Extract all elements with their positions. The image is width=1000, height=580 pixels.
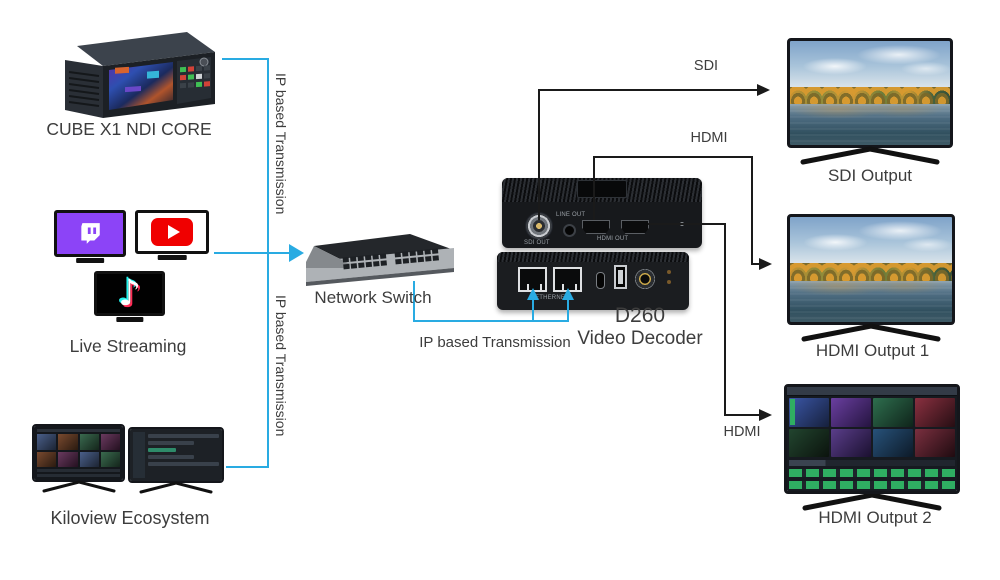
hdmi1-link-label: HDMI — [690, 130, 728, 146]
hdmi-out-port-label: HDMI OUT — [597, 236, 629, 242]
sdi-link-label: SDI — [693, 58, 719, 74]
ip-transmission-label-top: IP based Transmission — [273, 73, 289, 215]
hdmi-output-2-label: HDMI Output 2 — [818, 508, 932, 527]
cooling-fins — [497, 252, 689, 262]
line-out-port-label: LINE OUT — [556, 212, 586, 218]
tv-screen — [787, 38, 953, 148]
tv-stand — [42, 480, 115, 493]
status-led — [680, 222, 684, 226]
kiloview-label: Kiloview Ecosystem — [50, 508, 210, 528]
line-out-jack — [563, 224, 576, 237]
ethernet-port-label: ETHERNET — [535, 295, 569, 301]
bnc-sdi-connector — [525, 212, 553, 240]
hdmi-port-1 — [582, 220, 610, 234]
tv-stand — [801, 323, 941, 342]
twitch-icon — [81, 222, 100, 244]
sdi-out-port-label: SDI OUT — [524, 240, 550, 246]
tv-screen — [784, 384, 960, 494]
twitch-monitor — [54, 210, 126, 263]
ip-transmission-label-switch: IP based Transmission — [419, 334, 571, 351]
hdmi2-tv — [784, 384, 960, 511]
cube-x1-device — [65, 32, 215, 118]
status-led — [667, 280, 671, 284]
status-led — [667, 270, 671, 274]
usb-c-port — [596, 272, 605, 289]
tv-stand — [802, 492, 942, 511]
cube-x1-label: CUBE X1 NDI CORE — [46, 119, 212, 139]
sdi-tv — [787, 38, 953, 165]
top-panel-badge — [577, 180, 627, 198]
usb-a-port — [614, 265, 627, 289]
sdi-output-label: SDI Output — [827, 166, 913, 185]
hdmi1-tv — [787, 214, 955, 342]
hdmi2-link-label: HDMI — [723, 424, 761, 440]
monitor-stand — [76, 258, 104, 263]
kiloview-monitor-left — [32, 424, 125, 493]
decoder-front-unit: SDI OUT LINE OUT HDMI OUT — [502, 178, 702, 248]
tiktok-icon: ♪ — [118, 272, 141, 314]
decoder-rear-unit: ETHERNET — [497, 252, 689, 310]
hdmi-output-1-label: HDMI Output 1 — [815, 341, 930, 360]
kiloview-monitor-right — [128, 427, 224, 494]
decoder-type-label: Video Decoder — [577, 328, 703, 349]
tiktok-monitor: ♪ — [94, 271, 165, 322]
tv-stand — [139, 481, 213, 494]
monitor-stand — [115, 317, 144, 322]
ip-transmission-label-bottom: IP based Transmission — [273, 295, 289, 437]
monitor-stand — [157, 255, 187, 260]
network-switch-label: Network Switch — [314, 288, 432, 307]
youtube-icon — [151, 218, 193, 246]
youtube-monitor — [135, 210, 209, 260]
ethernet-port-2 — [553, 267, 582, 292]
network-switch-image — [306, 234, 454, 286]
multiview-tab — [790, 399, 795, 425]
tv-stand — [800, 146, 940, 165]
tv-screen — [787, 214, 955, 325]
hdmi-port-2 — [621, 220, 649, 234]
decoder-model-label: D260 — [614, 304, 666, 327]
ethernet-port-1 — [518, 267, 547, 292]
power-connector — [635, 269, 655, 289]
live-streaming-label: Live Streaming — [69, 336, 187, 356]
